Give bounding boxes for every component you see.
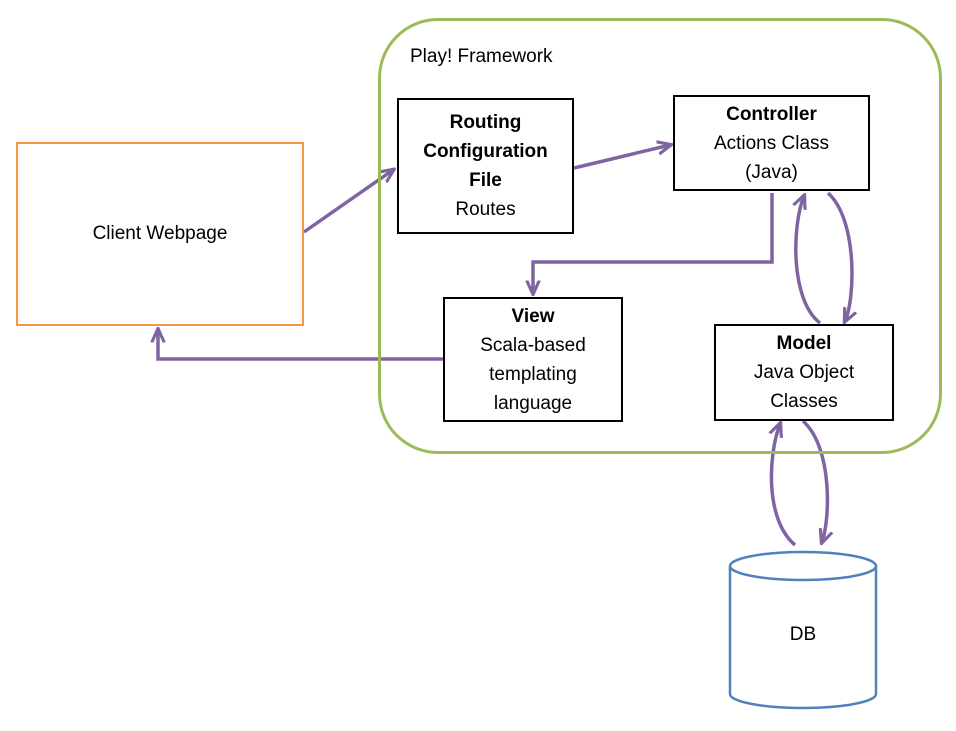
routing-subtitle: Routes xyxy=(455,199,516,220)
routing-title-line-2: Configuration xyxy=(423,141,548,162)
db-cylinder xyxy=(728,550,878,710)
arrow-view-to-client xyxy=(158,330,443,361)
model-line-2: Classes xyxy=(770,391,838,412)
view-line-1: Scala-based xyxy=(480,334,586,356)
view-title: View xyxy=(511,305,555,327)
play-framework-container xyxy=(378,18,942,454)
routing-title-line-3: File xyxy=(469,170,502,191)
db-label: DB xyxy=(789,624,817,645)
arrow-controller-to-view xyxy=(533,193,774,293)
arrow-model-to-controller xyxy=(796,196,822,325)
arrow-controller-to-model xyxy=(826,191,852,321)
framework-label: Play! Framework xyxy=(410,46,553,67)
controller-line-2: (Java) xyxy=(745,161,798,183)
arrow-model-to-db xyxy=(801,419,827,542)
arrow-db-to-model xyxy=(771,424,797,547)
client-webpage-label: Client Webpage xyxy=(92,223,228,244)
client-webpage-box: Client Webpage xyxy=(16,142,304,326)
view-line-3: language xyxy=(493,392,573,414)
routing-config-box: Routing Configuration File Routes xyxy=(397,98,574,234)
model-title: Model xyxy=(776,333,832,354)
controller-box: Controller Actions Class (Java) xyxy=(673,95,870,191)
controller-line-1: Actions Class xyxy=(713,132,830,154)
model-line-1: Java Object xyxy=(753,362,855,383)
view-box: View Scala-based templating language xyxy=(443,297,623,422)
routing-title-line-1: Routing xyxy=(449,112,522,133)
model-box: Model Java Object Classes xyxy=(714,324,894,421)
arrow-routing-to-controller xyxy=(573,145,670,170)
controller-title: Controller xyxy=(726,103,817,125)
view-line-2: templating xyxy=(489,363,577,385)
